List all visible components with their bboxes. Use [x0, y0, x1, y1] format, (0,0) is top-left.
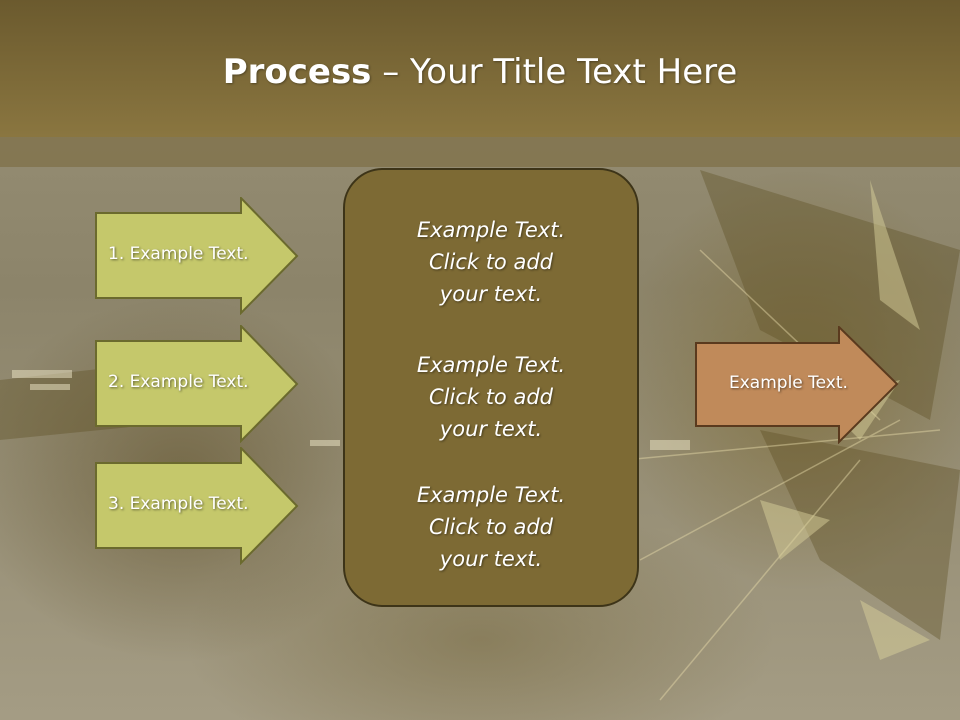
arrow-shape — [695, 326, 899, 444]
step-arrow-1[interactable]: 1. Example Text. — [95, 197, 300, 315]
arrow-shape — [95, 325, 299, 443]
panel-line: Example Text. — [416, 483, 566, 507]
panel-text-block-2: Example Text. Click to add your text. — [345, 349, 637, 445]
title-bold: Process — [222, 52, 372, 92]
panel-line: Example Text. — [416, 353, 566, 377]
panel-line: Click to add — [428, 385, 553, 409]
step-arrow-2[interactable]: 2. Example Text. — [95, 325, 300, 443]
slide-title[interactable]: Process – Your Title Text Here — [0, 52, 960, 92]
panel-text-block-3: Example Text. Click to add your text. — [345, 479, 637, 575]
panel-line: your text. — [439, 282, 543, 306]
panel-line: your text. — [439, 417, 543, 441]
center-text-panel[interactable]: Example Text. Click to add your text. Ex… — [343, 168, 639, 607]
title-rest: – Your Title Text Here — [371, 52, 738, 92]
panel-line: Click to add — [428, 250, 553, 274]
title-bar-strip — [0, 137, 960, 167]
result-arrow-label: Example Text. — [729, 373, 848, 393]
title-bar — [0, 0, 960, 137]
step-arrow-label-2: 2. Example Text. — [108, 372, 249, 392]
panel-line: your text. — [439, 547, 543, 571]
step-arrow-label-1: 1. Example Text. — [108, 244, 249, 264]
panel-text-block-1: Example Text. Click to add your text. — [345, 214, 637, 310]
arrow-shape — [95, 447, 299, 565]
panel-line: Example Text. — [416, 218, 566, 242]
step-arrow-label-3: 3. Example Text. — [108, 494, 249, 514]
arrow-shape — [95, 197, 299, 315]
panel-line: Click to add — [428, 515, 553, 539]
result-arrow[interactable]: Example Text. — [695, 326, 900, 444]
step-arrow-3[interactable]: 3. Example Text. — [95, 447, 300, 565]
